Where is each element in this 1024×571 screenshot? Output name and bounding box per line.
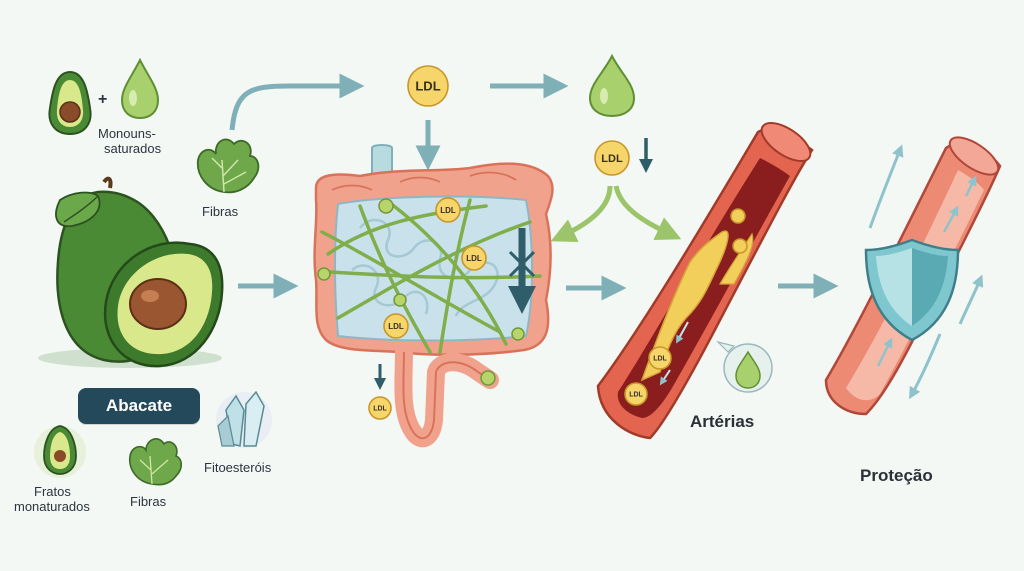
ldl-label: LDL <box>373 406 387 413</box>
intestine-illustration <box>313 144 554 448</box>
ldl-layer: LDL LDL LDL LDL LDL LDL LDL LDL <box>368 65 672 420</box>
avocado-half-icon <box>48 70 92 136</box>
abacate-badge: Abacate <box>78 388 200 424</box>
flow-arrow-top <box>229 73 365 131</box>
label-arterias: Artérias <box>690 412 755 431</box>
ldl-particle: LDL <box>648 346 672 370</box>
ldl-label: LDL <box>440 206 456 215</box>
crystal-icon <box>216 390 272 448</box>
oil-droplet-icon <box>120 57 160 120</box>
split-arrow-left <box>550 185 613 243</box>
label-fibras-bottom: Fibras <box>130 494 167 509</box>
ldl-particle: LDL <box>368 396 392 420</box>
droplet-top-icon <box>588 53 636 118</box>
blocked-arrow-icon <box>508 228 536 314</box>
split-arrow-right <box>613 185 682 241</box>
label-protecao: Proteção <box>860 466 933 485</box>
ldl-label: LDL <box>415 79 440 94</box>
fiber-nodes <box>317 198 525 386</box>
ldl-label: LDL <box>601 153 623 165</box>
avocado-illustration <box>38 176 224 368</box>
ldl-particle: LDL <box>594 140 630 176</box>
ldl-label: LDL <box>629 392 643 399</box>
shield-icon <box>864 238 960 342</box>
ldl-particle: LDL <box>407 65 449 107</box>
spinach-small-icon <box>128 438 183 486</box>
label-fibras-top: Fibras <box>202 204 239 219</box>
label-fratos-1: Fratos <box>34 484 71 499</box>
spinach-leaf-icon <box>196 138 260 194</box>
label-monounsaturated-2: saturados <box>104 141 162 156</box>
plus-sign: + <box>98 91 108 108</box>
ldl-label: LDL <box>466 254 482 263</box>
ldl-particle: LDL <box>435 197 461 223</box>
ldl-label: LDL <box>388 322 404 331</box>
label-fratos-2: monaturados <box>14 499 90 514</box>
avocado-small-icon <box>34 425 86 478</box>
label-monounsaturated-1: Monouns- <box>98 126 156 141</box>
label-fitoesterois: Fitoesteróis <box>204 460 272 475</box>
ldl-label: LDL <box>653 356 667 363</box>
ldl-particle: LDL <box>383 313 409 339</box>
ldl-particle: LDL <box>624 382 648 406</box>
fiber-network <box>320 198 542 354</box>
ldl-particle: LDL <box>461 245 487 271</box>
droplet-callout-icon <box>716 340 773 393</box>
